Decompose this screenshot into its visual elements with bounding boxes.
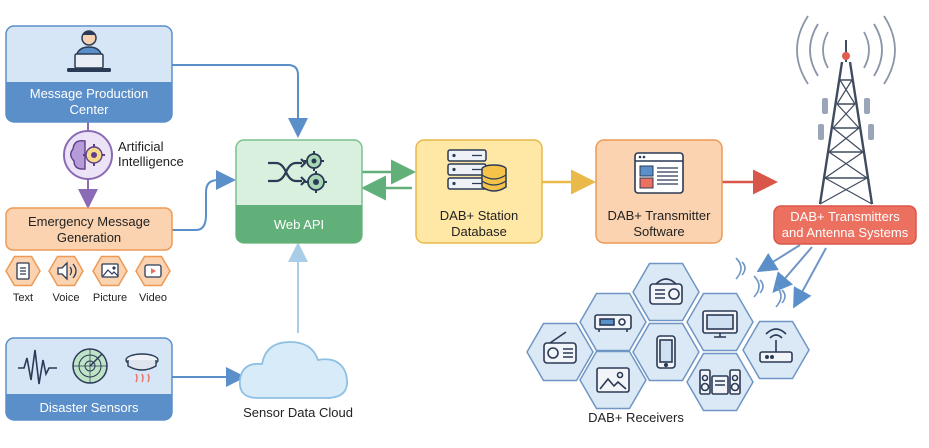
media-label-text: Text [13, 292, 33, 304]
ai-label-2: Intelligence [118, 154, 184, 169]
transmitter-software [595, 139, 723, 244]
tv-icon [702, 310, 738, 338]
antenna-label-1: DAB+ Transmitters [790, 209, 900, 224]
media-label-video: Video [139, 292, 167, 304]
mpc-label-2: Center [69, 102, 109, 117]
software-label-2: Software [633, 224, 684, 239]
radio-tower-icon [796, 15, 896, 205]
emergency-label-2: Generation [57, 230, 121, 245]
radar-icon [72, 348, 108, 384]
receivers-label: DAB+ Receivers [588, 410, 684, 425]
labels: Message Production Center Artificial Int… [13, 86, 909, 425]
message-production-center [5, 25, 173, 123]
text-hex [5, 255, 41, 287]
cloud-label: Sensor Data Cloud [243, 405, 353, 420]
arrow-mpc-to-webapi [172, 64, 308, 138]
receiver-icons [543, 278, 793, 395]
antenna-label-2: and Antenna Systems [782, 225, 909, 240]
media-label-voice: Voice [53, 292, 80, 304]
db-label-1: DAB+ Station [440, 208, 518, 223]
video-hex [135, 255, 171, 287]
waveform-icon [18, 349, 57, 385]
transmitters-antenna [773, 205, 917, 245]
document-icon [16, 262, 30, 280]
brain-gear-icon [70, 139, 105, 170]
arrow-emergency-to-webapi [172, 170, 236, 231]
connectors [78, 64, 827, 387]
image-icon [101, 263, 119, 278]
ai-label-1: Artificial [118, 139, 164, 154]
artificial-intelligence [63, 130, 113, 180]
broadcast-line-1 [756, 244, 801, 273]
broadcast-line-2 [772, 246, 813, 294]
media-label-picture: Picture [93, 292, 127, 304]
portable-radio-icon [649, 278, 683, 305]
db-label-2: Database [451, 224, 507, 239]
phone-icon [656, 335, 676, 369]
server-database-icon [447, 149, 507, 192]
webapi-label: Web API [274, 217, 324, 232]
shuffle-gears-icon [268, 151, 327, 193]
picture-hex [92, 255, 128, 287]
user-laptop-icon [67, 30, 111, 72]
disaster-sensors [5, 337, 173, 421]
media-types [5, 255, 171, 287]
emergency-message-generation [5, 207, 173, 251]
smoke-detector-icon [125, 353, 159, 383]
window-app-icon [634, 152, 684, 194]
web-api [235, 139, 363, 244]
stereo-icon [699, 369, 741, 395]
radio-icon [543, 331, 577, 364]
picture-frame-icon [596, 367, 630, 393]
broadcast-waves [735, 257, 786, 308]
broadcast-line-3 [793, 247, 827, 309]
speaker-icon [57, 261, 77, 281]
sensor-data-cloud [238, 341, 348, 399]
sensors-label: Disaster Sensors [40, 400, 139, 415]
play-icon [144, 264, 162, 278]
emergency-label-1: Emergency Message [28, 214, 150, 229]
station-database [415, 139, 543, 244]
software-label-1: DAB+ Transmitter [608, 208, 712, 223]
router-icon [759, 328, 793, 363]
mpc-label-1: Message Production [30, 86, 149, 101]
car-radio-icon [594, 314, 632, 332]
voice-hex [48, 255, 84, 287]
